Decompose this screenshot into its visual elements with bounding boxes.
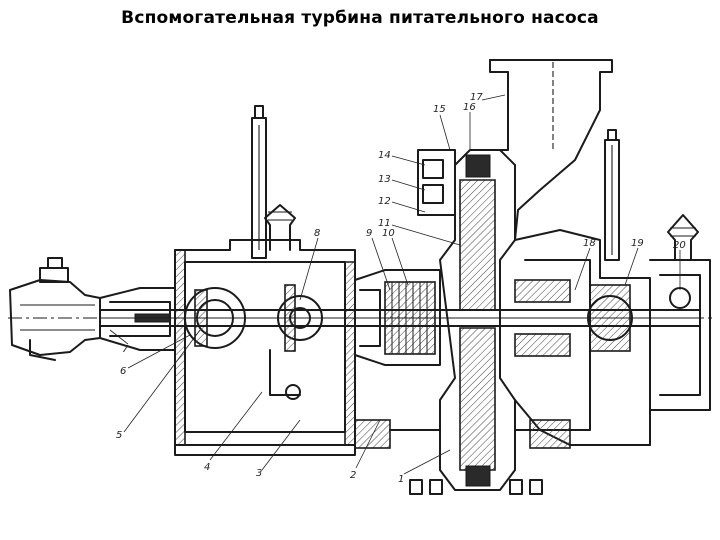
callout-20: 20 — [673, 240, 686, 251]
callout-6: 6 — [120, 366, 126, 377]
callout-3: 3 — [256, 468, 262, 479]
callout-19: 19 — [631, 238, 644, 249]
callout-1: 1 — [398, 474, 404, 485]
callout-12: 12 — [378, 196, 391, 207]
callout-17: 17 — [470, 92, 483, 103]
callout-labels: 7 6 5 4 3 2 1 8 9 10 11 12 13 14 15 16 1… — [116, 92, 686, 485]
breather-cap — [264, 204, 296, 251]
callout-11: 11 — [378, 218, 391, 229]
callout-15: 15 — [433, 104, 446, 115]
callout-5: 5 — [116, 430, 122, 441]
oil-level-gauge-left — [251, 105, 267, 259]
callout-16: 16 — [463, 102, 476, 113]
callout-13: 13 — [378, 174, 391, 185]
callout-4: 4 — [204, 462, 210, 473]
pump-side-casing — [514, 229, 651, 446]
page-title: Вспомогательная турбина питательного нас… — [121, 8, 599, 28]
base-frame — [174, 419, 651, 456]
turbine-casing — [417, 149, 516, 491]
callout-2: 2 — [350, 470, 356, 481]
callout-7: 7 — [122, 344, 129, 355]
exhaust-pipe — [489, 59, 613, 241]
callout-9: 9 — [366, 228, 372, 239]
gear-casing — [174, 239, 356, 446]
governor-head — [9, 257, 101, 361]
callout-10: 10 — [382, 228, 395, 239]
callout-18: 18 — [583, 238, 596, 249]
callout-leaders — [109, 94, 681, 475]
bottom-bolts — [409, 479, 543, 495]
front-bearing-housing — [99, 287, 176, 351]
rotor-shaft — [99, 309, 701, 327]
oil-level-gauge-right — [604, 129, 620, 261]
callout-8: 8 — [314, 228, 320, 239]
callout-14: 14 — [378, 150, 391, 161]
